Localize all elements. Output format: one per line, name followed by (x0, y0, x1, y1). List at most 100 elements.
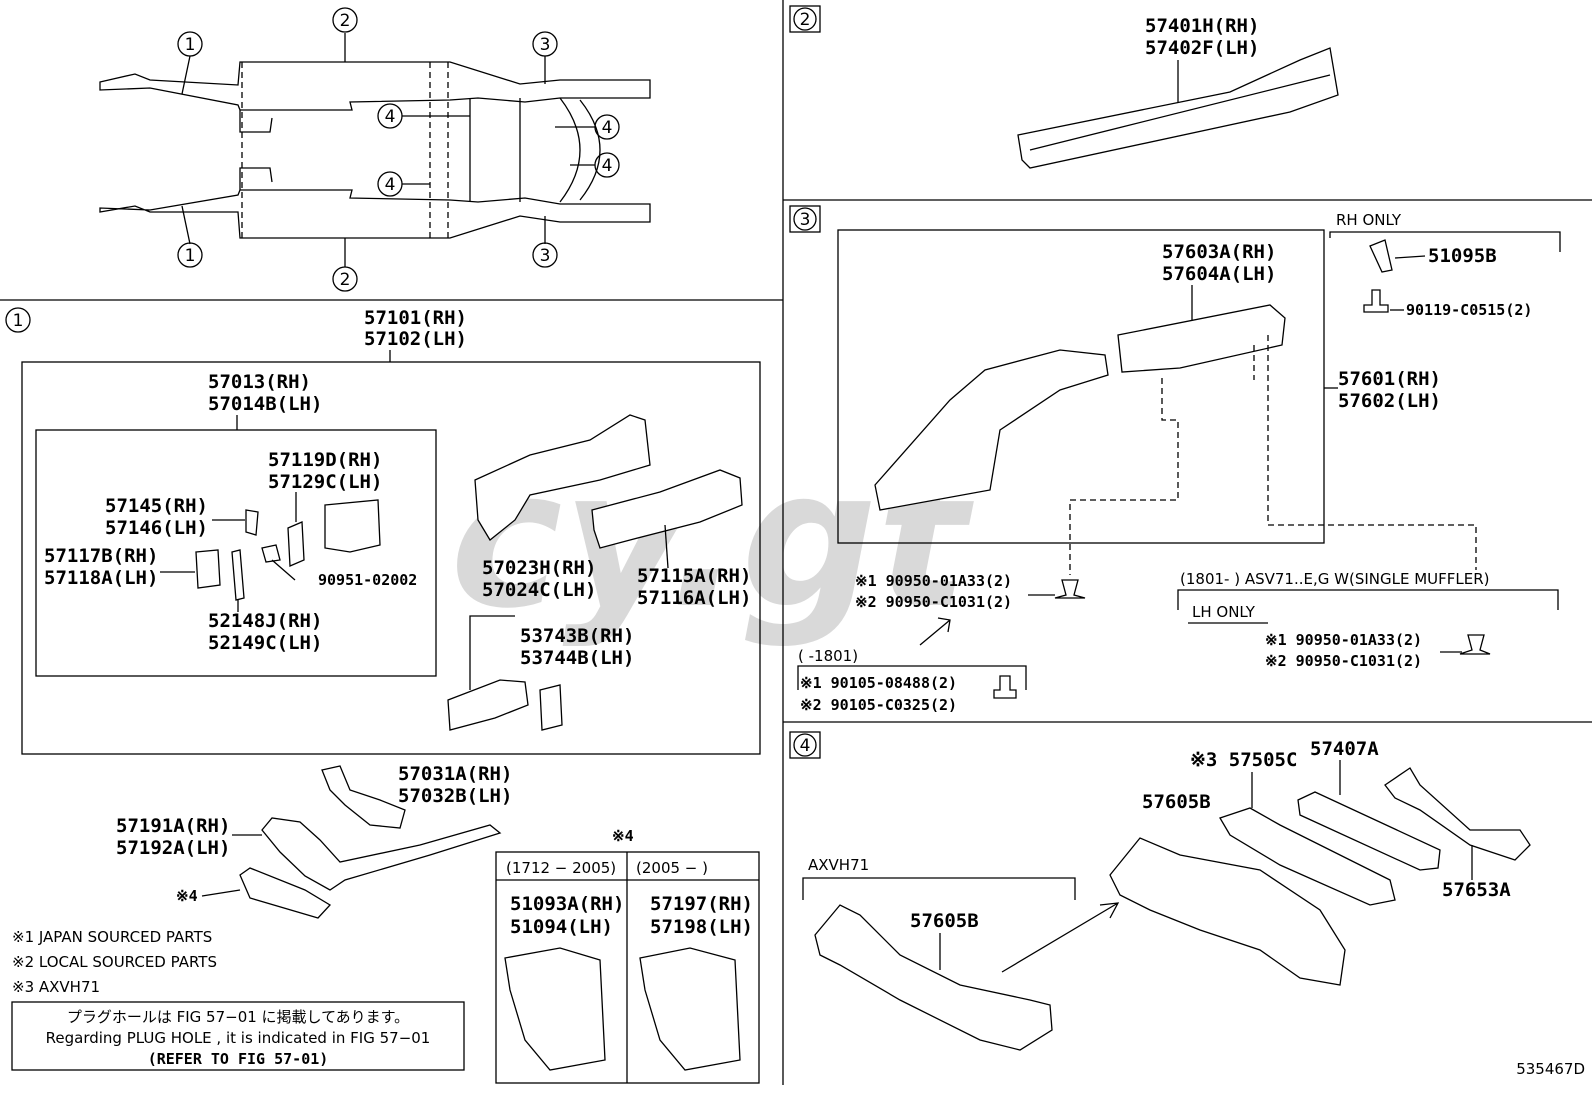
part-53744-shape (539, 684, 563, 731)
frame-overview-diagram (99, 33, 651, 267)
inset-mark-4: ※4 (612, 827, 634, 845)
svg-text:2: 2 (340, 270, 351, 290)
part-57197: 57197(RH) (650, 893, 753, 915)
part-57115-shape (591, 469, 743, 549)
section-3-badge-box (789, 205, 821, 233)
part-57119-shape (287, 521, 305, 567)
callout-2-top: 2 (332, 7, 358, 33)
part-51095-shape (1369, 239, 1393, 273)
callout-4-a: 4 (377, 103, 403, 129)
lh-only-label: LH ONLY (1192, 603, 1256, 621)
part-57653-shape (1384, 767, 1531, 861)
axvh71-label: AXVH71 (808, 856, 869, 874)
part-57401h: 57401H(RH) (1145, 15, 1259, 37)
callout-1-bottom: 1 (177, 242, 203, 268)
part-57191-shape (261, 817, 502, 891)
callout-1-top: 1 (177, 31, 203, 57)
callout-4-c: 4 (594, 114, 620, 140)
bolt-90105-08488: ※1 90105-08488(2) (800, 674, 957, 692)
bolt-90105-c0325: ※2 90105-C0325(2) (800, 696, 957, 714)
part-57117-shape (195, 549, 221, 589)
part-57145-shape (245, 509, 259, 536)
part-51095b: 51095B (1428, 245, 1497, 267)
svg-text:3: 3 (540, 35, 551, 55)
callout-2-bottom: 2 (332, 266, 358, 292)
section-2-badge-box (789, 5, 821, 33)
svg-text:1: 1 (185, 246, 196, 266)
part-53743b: 53743B(RH) (520, 625, 634, 647)
assembly-57013-box (35, 429, 437, 677)
svg-text:4: 4 (602, 156, 613, 176)
bolt-90950-c1031: ※2 90950-C1031(2) (855, 593, 1012, 611)
part-57102: 57102(LH) (364, 328, 467, 350)
part-57101: 57101(RH) (364, 307, 467, 329)
part-57603-shape (1117, 304, 1286, 373)
part-57605-shape (1109, 837, 1346, 986)
part-57118a: 57118A(LH) (44, 567, 158, 589)
arrow-57605 (1001, 902, 1120, 973)
part-57407a: 57407A (1310, 738, 1379, 760)
svg-text:1: 1 (185, 35, 196, 55)
part-90951-02002: 90951-02002 (318, 571, 417, 589)
note-local-sourced: ※2 LOCAL SOURCED PARTS (12, 953, 217, 971)
part-57401-shape (1017, 47, 1339, 169)
part-57605b-main: 57605B (1142, 791, 1211, 813)
inset-range-1: (1712 − 2005) (506, 859, 616, 877)
bolt-90950-01a33: ※1 90950-01A33(2) (855, 572, 1012, 590)
part-57603a: 57603A(RH) (1162, 241, 1276, 263)
part-57601: 57601(RH) (1338, 368, 1441, 390)
note-axvh71: ※3 AXVH71 (12, 978, 100, 996)
part-57192a: 57192A(LH) (116, 837, 230, 859)
svg-text:3: 3 (540, 246, 551, 266)
part-51094: 51094(LH) (510, 916, 613, 938)
bolt-90119-shape (1363, 289, 1389, 313)
callout-3-top: 3 (532, 31, 558, 57)
note-japan-sourced: ※1 JAPAN SOURCED PARTS (12, 928, 212, 946)
section-1-badge: 1 (5, 307, 31, 333)
assembly-57101-box (21, 361, 761, 755)
part-57013: 57013(RH) (208, 371, 311, 393)
section-3-badge: 3 (793, 207, 817, 231)
part-57505-shape (1219, 807, 1396, 906)
clip-90950-shape (1054, 579, 1086, 599)
part-57031-shape (321, 765, 406, 829)
part-bracket-shape (324, 499, 381, 553)
part-57197-shape (639, 947, 741, 1071)
part-52148j: 52148J(RH) (208, 610, 322, 632)
range-1801: ( -1801) (798, 647, 858, 665)
callout-4-b: 4 (377, 171, 403, 197)
part-57146: 57146(LH) (105, 517, 208, 539)
part-57191a: 57191A(RH) (116, 815, 230, 837)
clip-lh-shape (1459, 634, 1491, 655)
svg-text:4: 4 (385, 107, 396, 127)
section-4-badge: 4 (793, 733, 817, 757)
part-57116a: 57116A(LH) (637, 587, 751, 609)
part-57602: 57602(LH) (1338, 390, 1441, 412)
part-57032b: 57032B(LH) (398, 785, 512, 807)
svg-text:2: 2 (800, 10, 811, 30)
svg-text:3: 3 (800, 210, 811, 230)
part-57604a: 57604A(LH) (1162, 263, 1276, 285)
part-57145: 57145(RH) (105, 495, 208, 517)
callout-4-d: 4 (594, 152, 620, 178)
assembly-57601-box (837, 229, 1325, 544)
apron-upper-shape (474, 414, 651, 541)
svg-text:2: 2 (340, 11, 351, 31)
part-57117b: 57117B(RH) (44, 545, 158, 567)
part-90951-shape (261, 544, 281, 563)
part-52148-shape (231, 549, 245, 601)
part-57605-axvh-shape (814, 904, 1053, 1051)
note-jp: プラグホールは FIG 57−01 に掲載してあります。 (67, 1008, 409, 1026)
part-51093-shape (504, 947, 606, 1071)
callout-3-bottom: 3 (532, 242, 558, 268)
part-57605b-axvh: 57605B (910, 910, 979, 932)
part-57023h: 57023H(RH) (482, 557, 596, 579)
part-57505c: ※3 57505C (1190, 749, 1297, 771)
part-57024c: 57024C(LH) (482, 579, 596, 601)
svg-text:1: 1 (13, 311, 24, 331)
rh-only-label: RH ONLY (1336, 211, 1402, 229)
bolt-90105-shape (993, 675, 1017, 699)
svg-text:4: 4 (800, 736, 811, 756)
inset-range-2: (2005 − ) (636, 859, 708, 877)
